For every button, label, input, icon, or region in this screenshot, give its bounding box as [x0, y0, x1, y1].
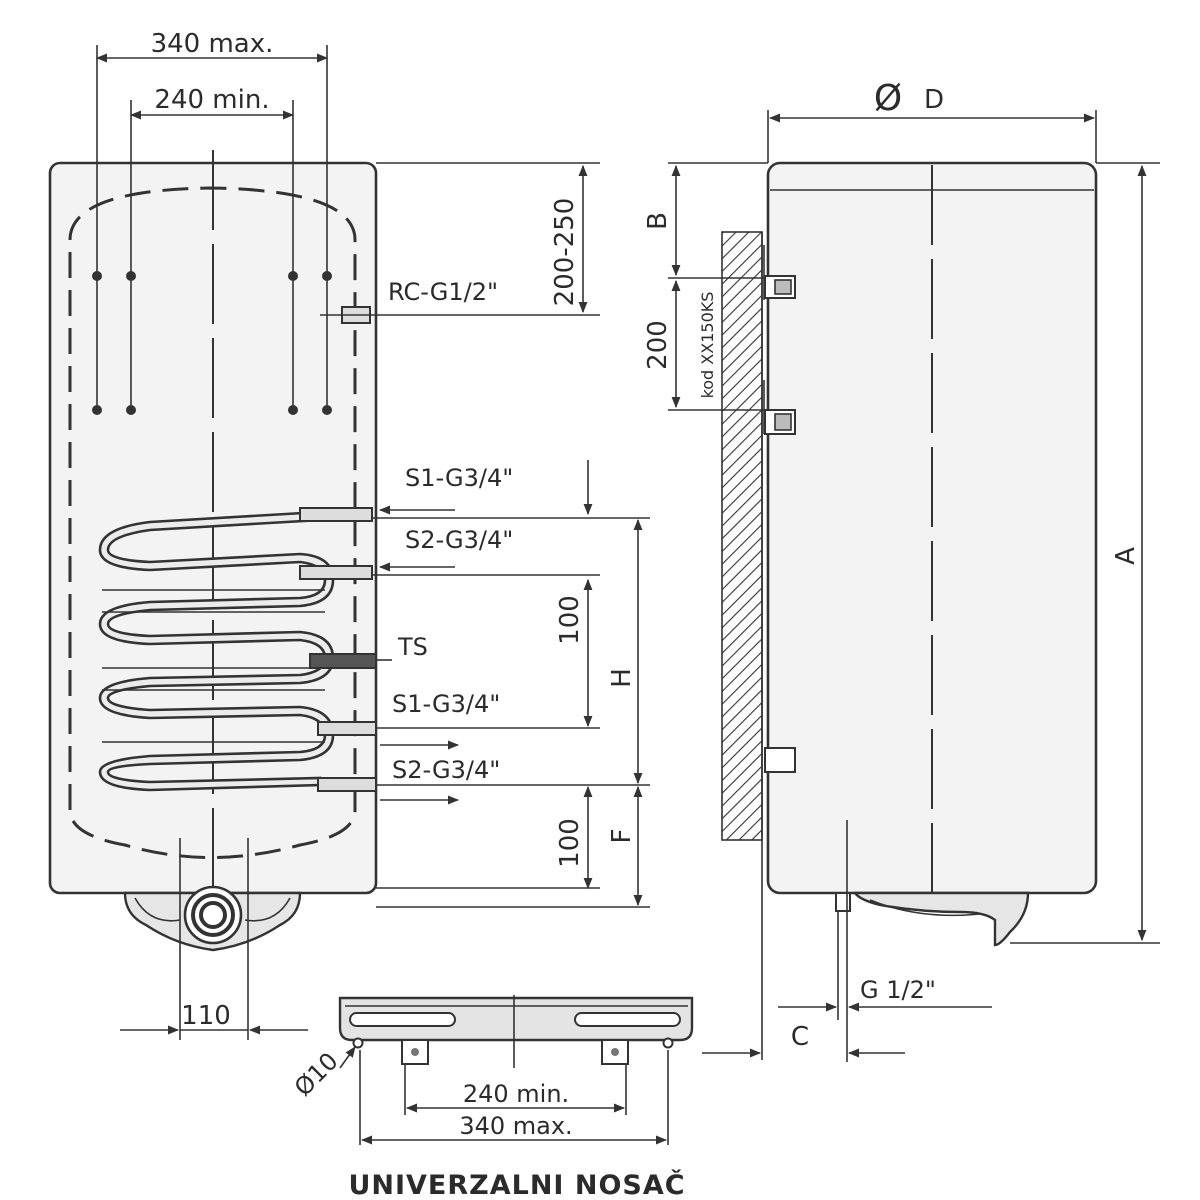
diameter-label: D	[924, 85, 944, 115]
dim-f: F	[607, 829, 637, 844]
tie-rods	[92, 45, 332, 415]
inner-vessel-outline	[68, 186, 357, 859]
dim-200: 200	[643, 320, 673, 370]
dim-bottom: 100	[555, 818, 585, 868]
bracket-code: kod XX150KS	[698, 292, 717, 399]
bracket-hole-label: Ø10	[289, 1047, 344, 1102]
dim-top-gap: 200-250	[550, 198, 580, 307]
dim-b: B	[643, 212, 673, 230]
dim-top-min: 240 min.	[154, 85, 269, 115]
rc-connection-label: RC-G1/2"	[388, 278, 498, 306]
outlet-label: G 1/2"	[860, 976, 936, 1004]
diameter-symbol: Ø	[874, 78, 902, 119]
bracket-plate	[338, 996, 694, 1042]
s2-in-label: S2-G3/4"	[405, 526, 513, 554]
dim-coil-step: 100	[555, 595, 585, 645]
dim-base: 110	[181, 1001, 231, 1031]
s2-out-label: S2-G3/4"	[392, 756, 500, 784]
bracket-dim-max: 340 max.	[459, 1112, 572, 1140]
dim-top-max: 340 max.	[151, 29, 274, 59]
bottom-housing-side	[852, 891, 1030, 947]
ts-label: TS	[397, 633, 428, 661]
dim-c: C	[791, 1022, 809, 1052]
s1-in-label: S1-G3/4"	[405, 464, 513, 492]
front-view: 340 max. 240 min. RC-G1/2" 200-250 S1-G3…	[48, 29, 650, 1040]
dim-h: H	[607, 668, 637, 688]
universal-bracket: 240 min. 340 max. Ø10 UNIVERZALNI NOSAČ	[289, 995, 694, 1200]
s1-out-label: S1-G3/4"	[392, 690, 500, 718]
bracket-dim-min: 240 min.	[463, 1080, 569, 1108]
side-view: Ø D B 200 kod XX150KS A G 1/2" C	[643, 78, 1160, 1062]
wall	[721, 231, 763, 841]
dim-a: A	[1111, 547, 1141, 565]
bracket-title: UNIVERZALNI NOSAČ	[348, 1169, 685, 1200]
